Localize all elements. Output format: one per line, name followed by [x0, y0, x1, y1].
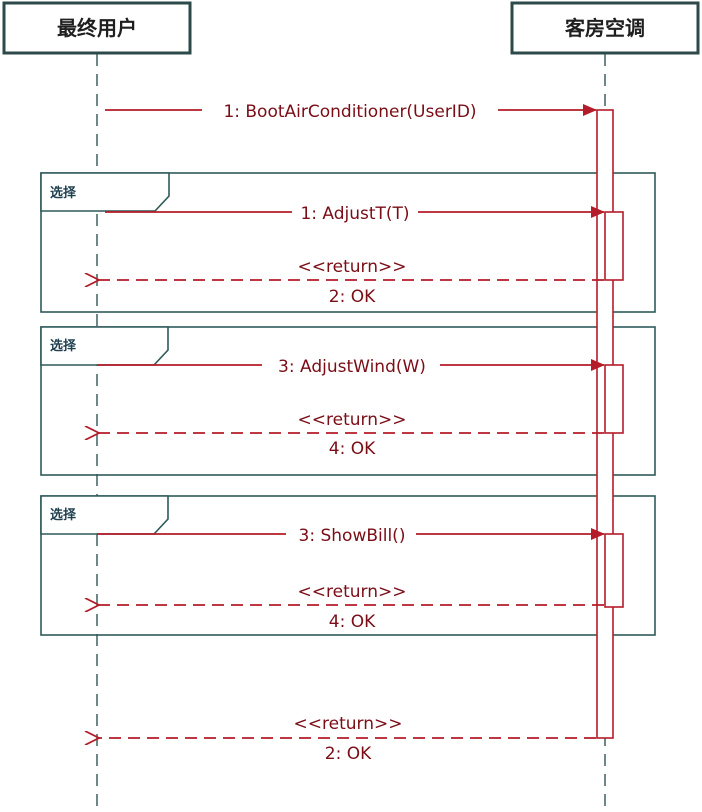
return-ok-label-1: 2: OK	[329, 287, 376, 307]
return-label-2: <<return>>	[298, 410, 407, 430]
return-label-1: <<return>>	[298, 257, 407, 277]
activation-bar-show-bill	[604, 533, 624, 608]
return-ok-label-2: 4: OK	[329, 439, 376, 459]
activation-bar-adjust-wind	[604, 364, 624, 434]
message-label-adjust-t: 1: AdjustT(T)	[300, 204, 409, 224]
actor-room-ac-label: 客房空调	[564, 16, 645, 40]
message-label-adjust-wind: 3: AdjustWind(W)	[278, 357, 426, 377]
fragment-label-3: 选择	[50, 507, 77, 523]
fragment-frame-3: 选择	[40, 495, 656, 636]
return-ok-label-3: 4: OK	[329, 612, 376, 632]
actor-room-ac: 客房空调	[510, 1, 700, 55]
return-label-final: <<return>>	[294, 714, 403, 734]
fragment-label-2: 选择	[50, 338, 77, 354]
return-label-3: <<return>>	[298, 582, 407, 602]
actor-user-label: 最终用户	[57, 16, 137, 40]
fragment-frame-1: 选择	[40, 172, 656, 313]
activation-bar-adjust-t	[604, 211, 624, 281]
fragment-frame-2: 选择	[40, 326, 656, 476]
actor-user: 最终用户	[2, 1, 192, 55]
message-label-boot: 1: BootAirConditioner(UserID)	[223, 102, 476, 122]
return-ok-label-final: 2: OK	[325, 744, 372, 764]
fragment-label-1: 选择	[50, 185, 77, 201]
message-label-show-bill: 3: ShowBill()	[299, 526, 406, 546]
